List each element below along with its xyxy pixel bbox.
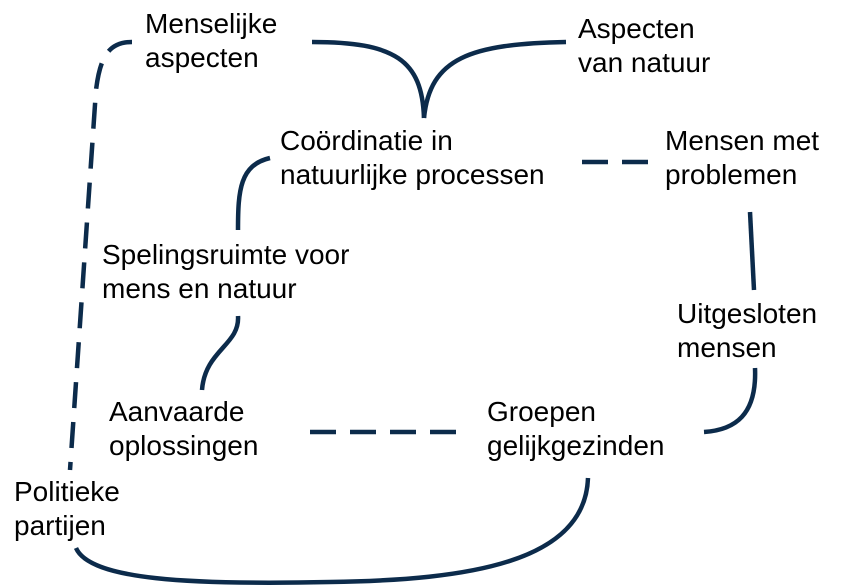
link-spelingsruimte-aanvaarde [199, 315, 241, 391]
node-aspecten-van-natuur: Aspecten van natuur [578, 13, 711, 78]
link-coordinatie-spelingsruimte [235, 155, 271, 231]
node-politieke-partijen: Politieke partijen [14, 476, 120, 541]
node-spelingsruimte: Spelingsruimte voor mens en natuur [102, 239, 350, 304]
link-uitgesloten-groepen [703, 367, 758, 435]
node-groepen-gelijkgezinden: Groepen gelijkgezinden [487, 396, 665, 461]
link-politieke-groepen [73, 477, 591, 585]
link-menselijke-aspecten-coordinatie [311, 39, 427, 119]
node-uitgesloten-mensen: Uitgesloten mensen [677, 298, 818, 363]
node-menselijke-aspecten: Menselijke aspecten [145, 8, 278, 73]
node-coordinatie-natuurlijke-processen: Coördinatie in natuurlijke processen [280, 125, 545, 190]
node-mensen-met-problemen: Mensen met problemen [665, 125, 820, 190]
link-mensen-met-problemen-uitgesloten [747, 211, 757, 291]
link-menselijke-aspecten-politieke [67, 39, 133, 471]
node-aanvaarde-oplossingen: Aanvaarde oplossingen [109, 396, 259, 461]
link-aspecten-natuur-coordinatie [421, 39, 567, 119]
